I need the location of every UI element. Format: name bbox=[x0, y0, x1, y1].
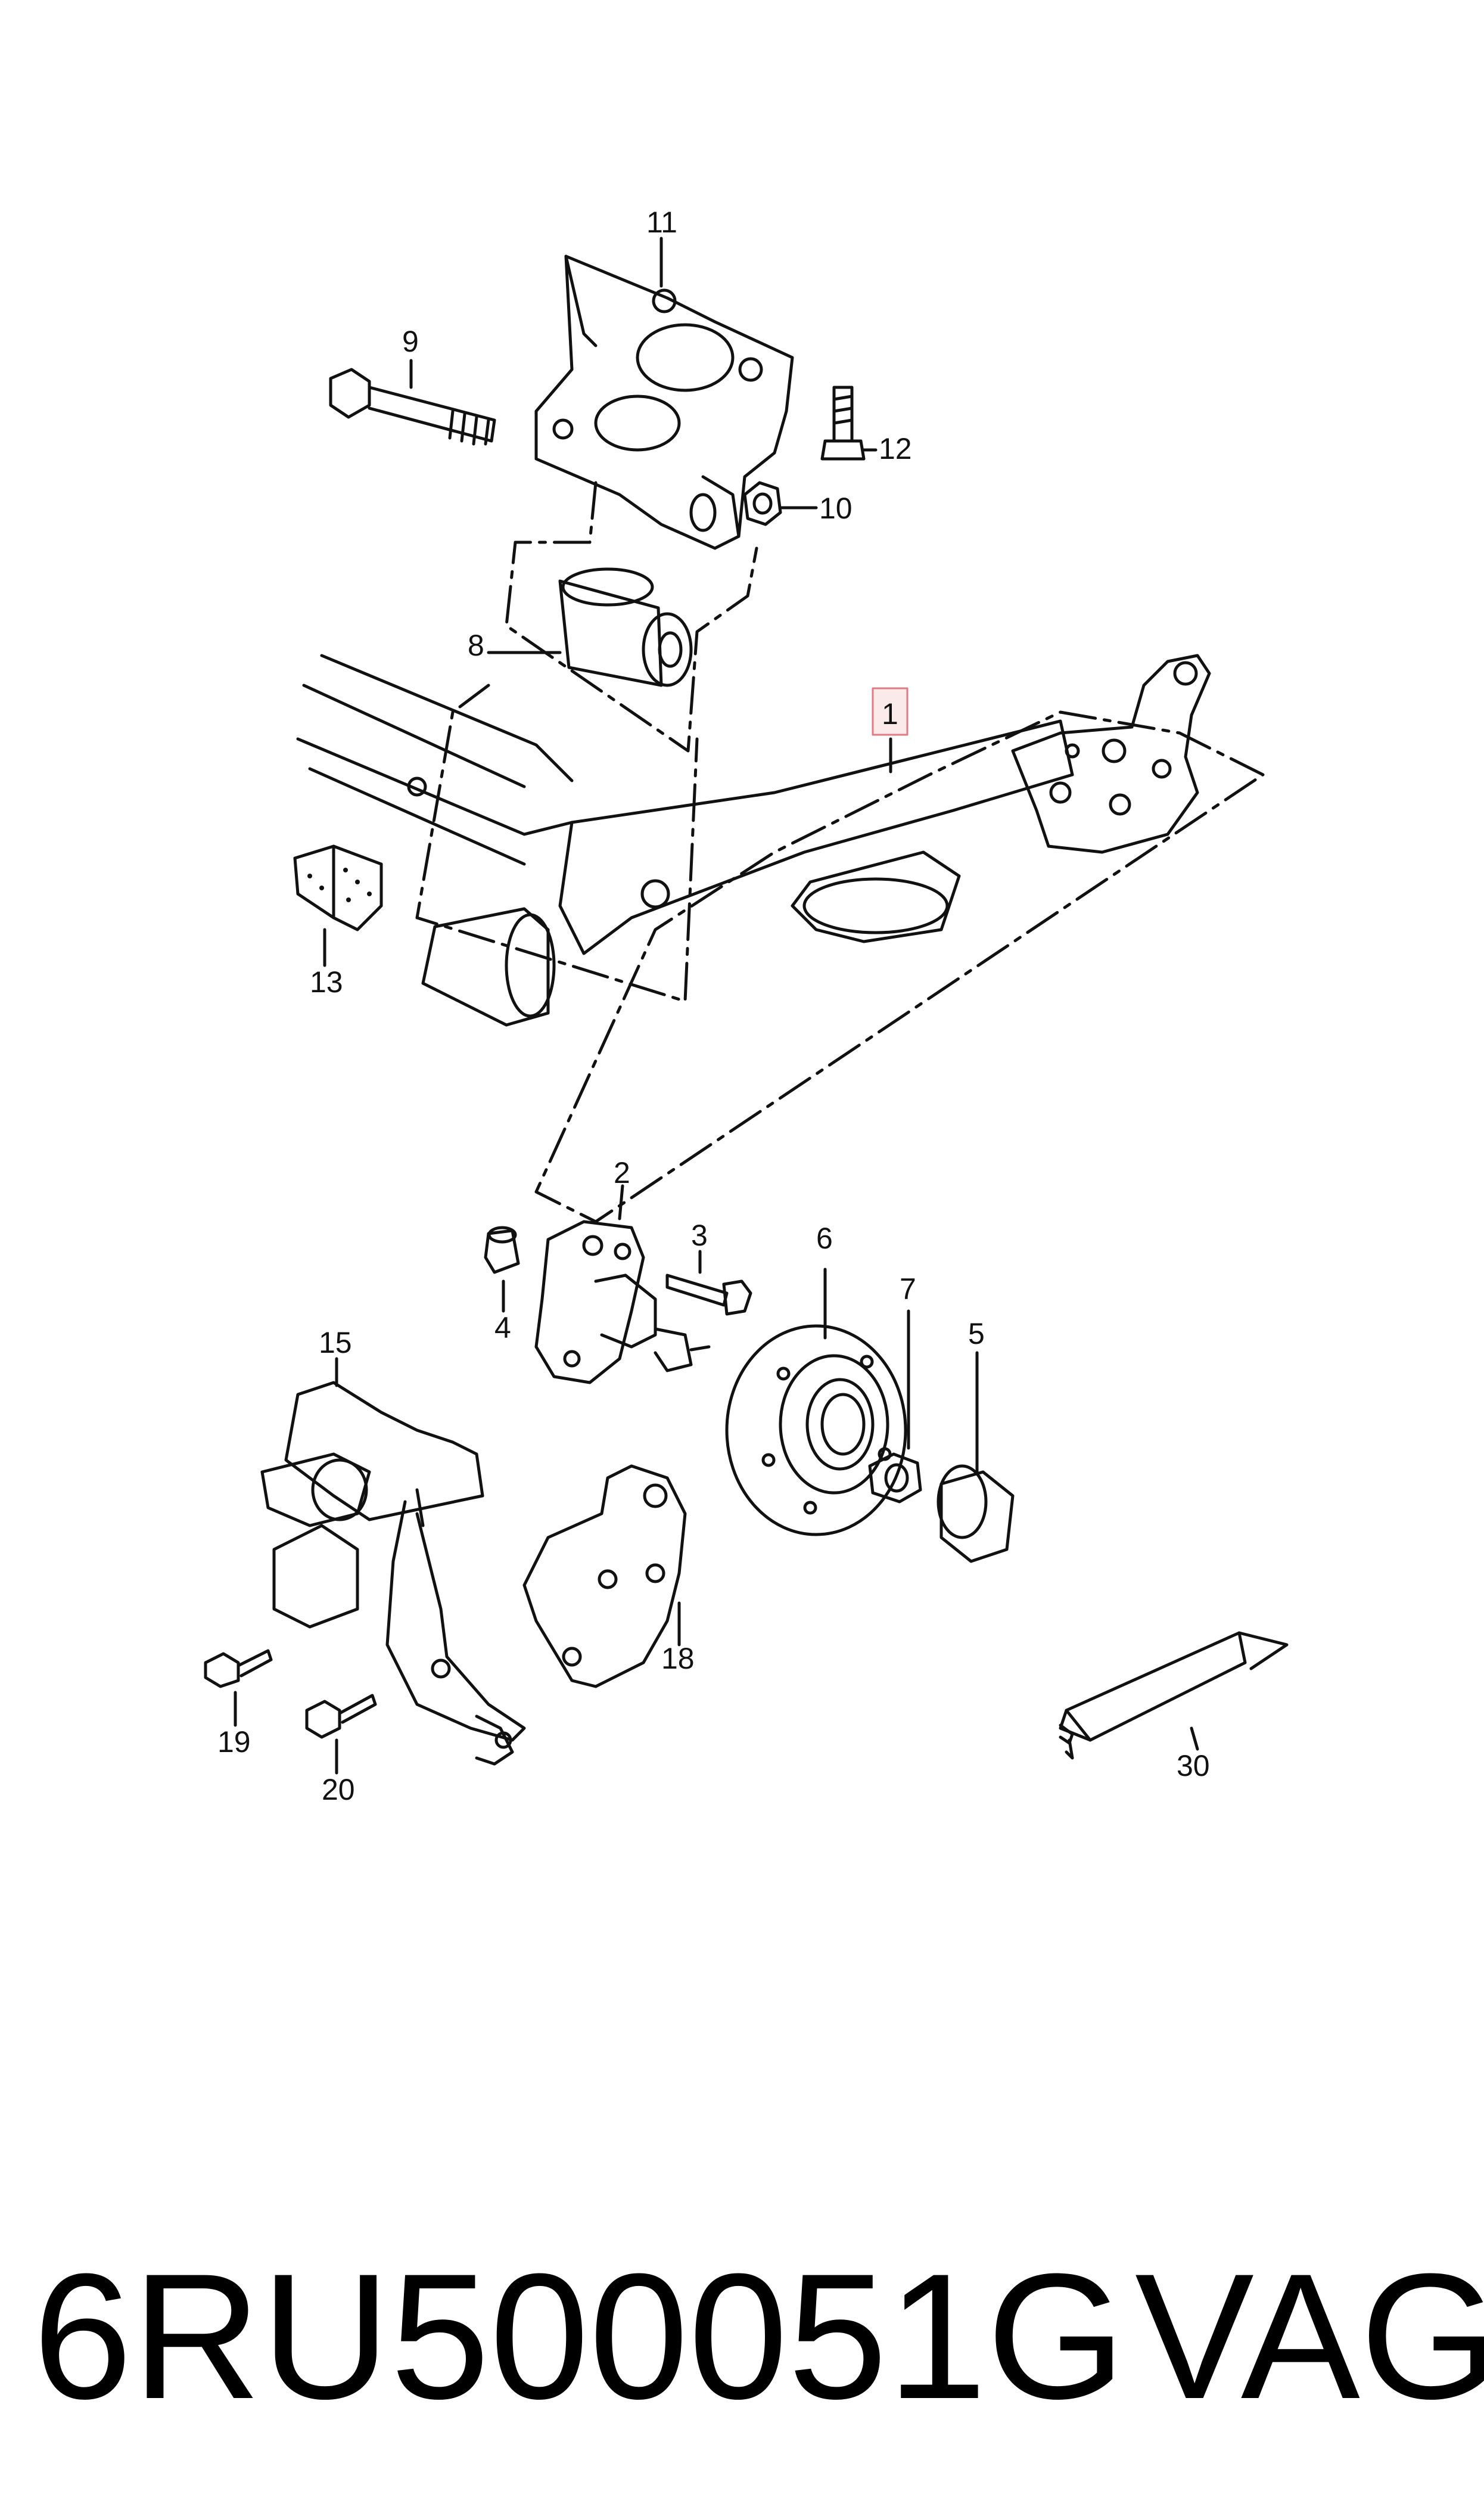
part-7-nut bbox=[868, 1309, 922, 1504]
label-part-1[interactable]: 1 bbox=[882, 697, 898, 731]
label-part-2[interactable]: 2 bbox=[614, 1156, 630, 1189]
part-18-bracket bbox=[522, 1464, 687, 1688]
label-part-12[interactable]: 12 bbox=[879, 432, 912, 465]
label-part-30[interactable]: 30 bbox=[1177, 1749, 1210, 1782]
part-5-dust-cap bbox=[937, 1351, 1015, 1563]
part-15-pedal-assembly bbox=[260, 1357, 526, 1766]
part-13-pad bbox=[293, 844, 383, 967]
highlight-box-part-1 bbox=[872, 687, 909, 736]
label-part-18[interactable]: 18 bbox=[661, 1642, 695, 1675]
part-4-cap bbox=[484, 1226, 520, 1313]
part-30-grease-tube bbox=[1059, 1631, 1289, 1760]
label-part-15[interactable]: 15 bbox=[319, 1326, 352, 1359]
label-part-20[interactable]: 20 bbox=[322, 1773, 355, 1806]
label-part-10[interactable]: 10 bbox=[819, 492, 853, 525]
part-10-nut bbox=[743, 481, 818, 526]
part-19-bolt bbox=[204, 1649, 273, 1727]
part-1-axle-beam bbox=[296, 654, 1211, 955]
label-part-19[interactable]: 19 bbox=[217, 1725, 251, 1759]
part-2-stub-axle bbox=[534, 1184, 711, 1384]
label-part-5[interactable]: 5 bbox=[968, 1317, 985, 1350]
label-part-8[interactable]: 8 bbox=[468, 629, 484, 662]
label-part-11[interactable]: 11 bbox=[646, 206, 677, 239]
label-part-4[interactable]: 4 bbox=[494, 1311, 511, 1344]
label-part-9[interactable]: 9 bbox=[402, 325, 419, 358]
assembly-frame-lines bbox=[415, 481, 1265, 1223]
part-11-mounting-bracket bbox=[534, 254, 794, 550]
part-3-bolt bbox=[665, 1250, 752, 1316]
part-labels: 1 2 3 4 5 6 7 8 9 10 11 12 13 15 18 19 2… bbox=[217, 206, 1210, 1806]
part-20-bolt bbox=[305, 1694, 377, 1775]
label-part-3[interactable]: 3 bbox=[691, 1219, 708, 1252]
part-9-bolt bbox=[329, 368, 496, 446]
part-8-bushing bbox=[487, 567, 693, 687]
label-part-7[interactable]: 7 bbox=[900, 1272, 916, 1306]
label-part-6[interactable]: 6 bbox=[816, 1222, 833, 1255]
part-6-wheel-hub bbox=[725, 1268, 907, 1536]
label-part-13[interactable]: 13 bbox=[310, 965, 343, 999]
axle-front-bushing bbox=[421, 907, 556, 1027]
part-12-bolt bbox=[820, 386, 878, 461]
leader-lines bbox=[409, 237, 663, 389]
part-number-caption: 6RU500051G bbox=[33, 2236, 1126, 2436]
brand-caption: VAG bbox=[1135, 2236, 1484, 2436]
